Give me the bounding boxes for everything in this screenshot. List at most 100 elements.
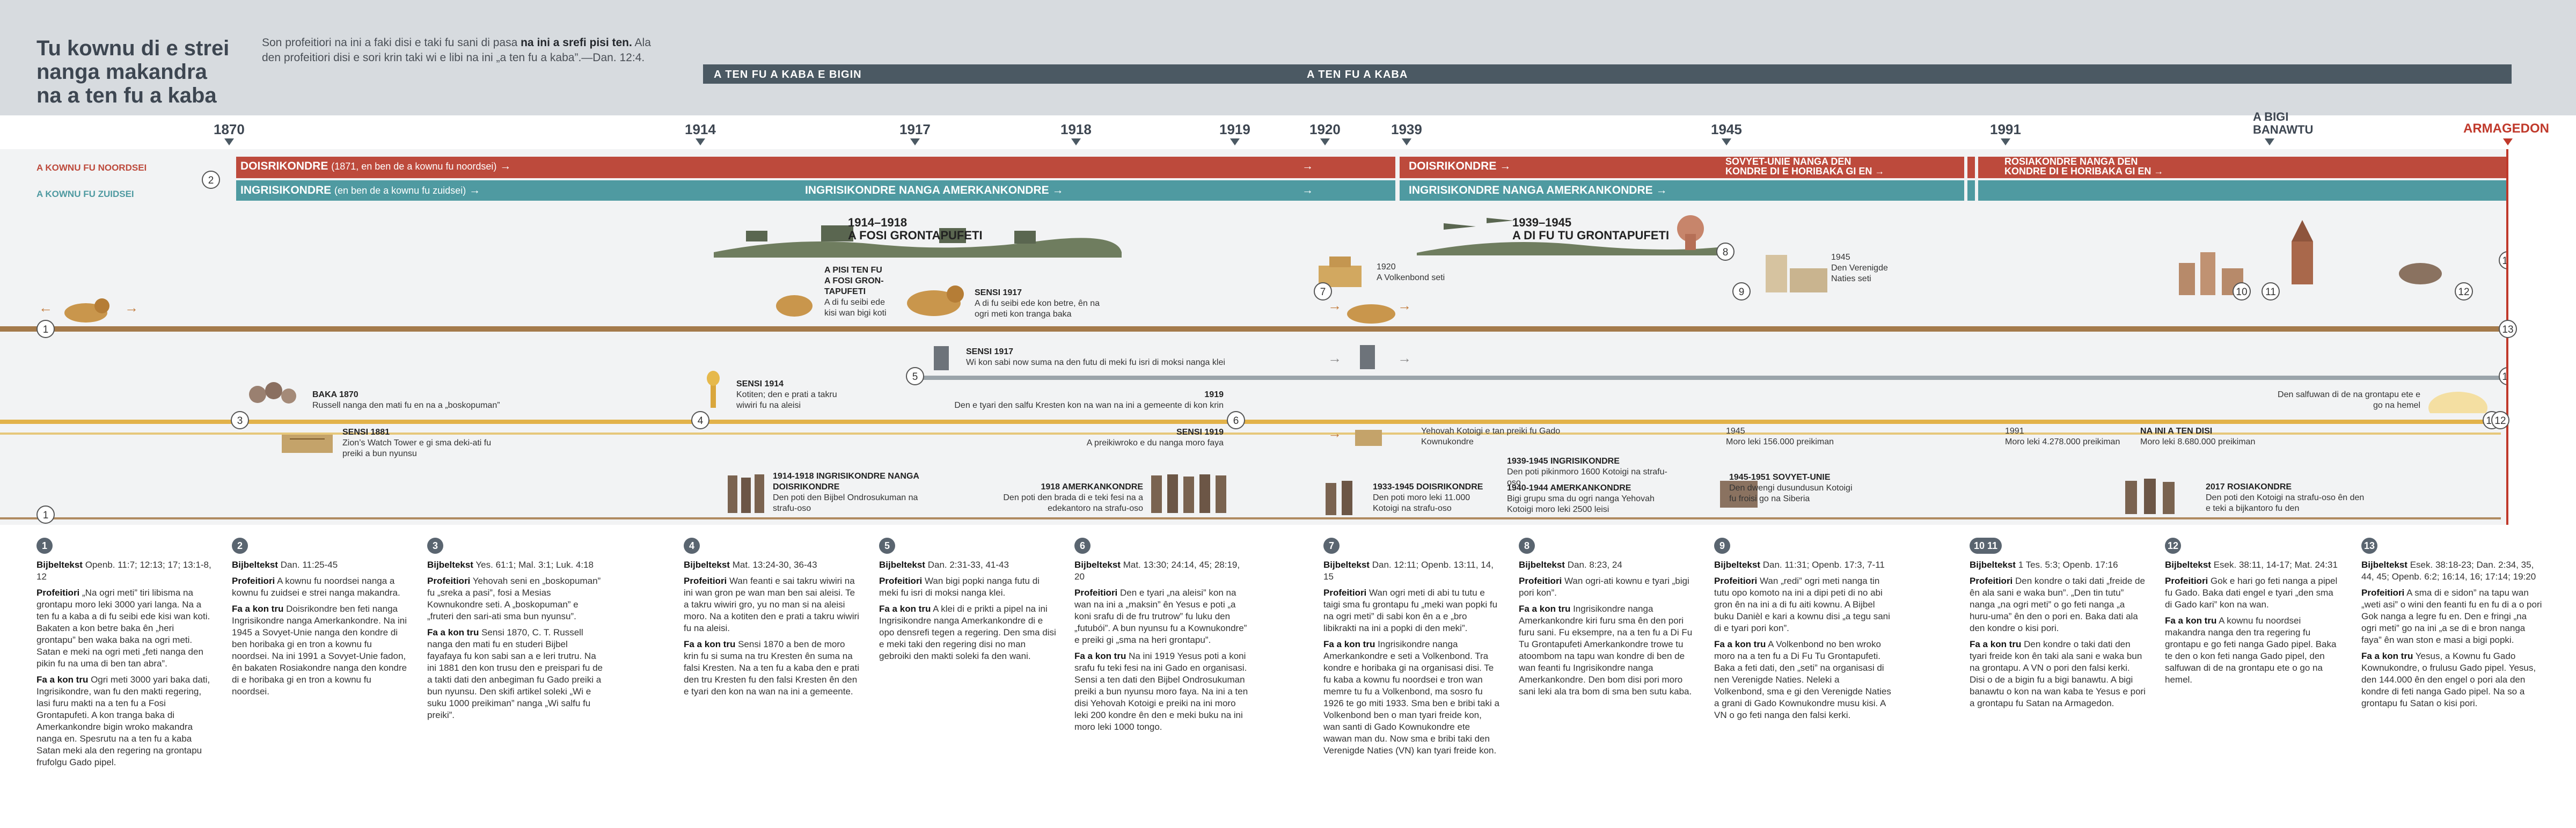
detail-9-fulfillment: A Volkenbond no ben wroko moro na a ten … (1714, 639, 1891, 720)
intro-scripture: Son profeitiori na ini a faki disi e tak… (262, 35, 654, 65)
ini-a-ten-desc: Moro leki 8.680.000 preikiman (2140, 437, 2256, 446)
detail-3-scripture-label: Bijbeltekst (427, 560, 473, 570)
detail-13-fulfillment: Yesus, a Kownu fu Gado Kownukondre, o fr… (2361, 651, 2536, 708)
detail-7-prophecy-label: Profeitiori (1323, 588, 1367, 598)
king-south-band (236, 180, 2512, 201)
yehovah-desc: Yehovah Kotoigi e tan preiki fu Gado Kow… (1421, 427, 1561, 446)
detail-number-4: 4 (684, 538, 700, 554)
year-1991: 1991 (1990, 121, 2021, 137)
arrow-1920-icon: → (1328, 297, 1342, 313)
tick-armagedon (2503, 138, 2513, 145)
tick-1918 (1071, 138, 1081, 145)
pisi-ten-desc: A di fu seibi ede kisi wan bigi koti (824, 298, 887, 318)
detail-5-prophecy: Wan bigi popki nanga futu di meki fu isr… (879, 576, 1040, 598)
detail-column-12: 12 Bijbeltekst Esek. 38:11, 14-17; Mat. … (2165, 538, 2342, 690)
preaching-track (0, 433, 2501, 435)
healed-beast-icon (907, 285, 964, 316)
tick-1991 (2001, 138, 2010, 145)
year-1939: 1939 (1391, 121, 1422, 137)
league-building-icon (1319, 257, 1362, 287)
detail-2-scripture: Dan. 11:25-45 (277, 560, 338, 570)
detail-number-6: 6 (1074, 538, 1091, 554)
year-1914: 1914 (685, 121, 716, 137)
tick-1939 (1402, 138, 1411, 145)
detail-column-6: 6 Bijbeltekst Mat. 13:30; 24:14, 45; 28:… (1074, 538, 1252, 737)
last-days-label: A TEN FU A KABA (1307, 69, 1408, 80)
left-arrow-icon: ← (39, 299, 53, 316)
marker-6: 6 (1227, 411, 1245, 429)
title-line-2: nanga makandra (36, 60, 207, 84)
detail-9-fulfillment-label: Fa a kon tru (1714, 639, 1766, 649)
arrow-1939-icon: → (1397, 297, 1411, 313)
ini-a-ten-title: NA INI A TEN DISI (2140, 427, 2213, 436)
detail-column-9: 9 Bijbeltekst Dan. 11:31; Openb. 17:3, 7… (1714, 538, 1891, 726)
title-line-1: Tu kownu di e strei (36, 36, 230, 60)
persec-2-title: 1918 AMERKANKONDRE (1041, 482, 1143, 492)
band-north-2-label: DOISRIKONDRE (1409, 160, 1497, 172)
marker-2: 2 (202, 171, 220, 189)
marker-4: 4 (691, 411, 709, 429)
brothers-prison-icon (1151, 474, 1226, 513)
detail-number-8: 8 (1519, 538, 1535, 554)
detail-8-fulfillment: Ingrisikondre nanga Amerkankondre kiri f… (1519, 604, 1693, 697)
detail-5-scripture: Dan. 2:31-33, 41-43 (925, 560, 1009, 570)
church-fire-icon (2292, 220, 2313, 284)
sensi-1917-b-desc: Wi kon sabi now suma na den futu di meki… (966, 358, 1225, 367)
band-north-3-line2: KONDRE DI E HORIBAKA GI EN (1725, 166, 1872, 177)
wheat-track (0, 420, 2501, 424)
detail-8-scripture: Dan. 8:23, 24 (1564, 560, 1622, 570)
persec-3-title: 1933-1945 DOISRIKONDRE (1373, 482, 1483, 492)
last-days-bar: A TEN FU A KABA E BIGIN A TEN FU A KABA (703, 64, 2512, 84)
p1945-desc: Moro leki 156.000 preikiman (1726, 437, 1834, 446)
persec-4-title: 1939-1945 INGRISIKONDRE (1507, 457, 1620, 466)
year-1918: 1918 (1060, 121, 1092, 137)
persec-5-title: 1940-1944 AMERKANKONDRE (1507, 483, 1631, 493)
detail-column-10-11: 10 11 Bijbeltekst 1 Tes. 5:3; Openb. 17:… (1970, 538, 2147, 714)
e1919-title: 1919 (1204, 390, 1224, 399)
detail-6-fulfillment-label: Fa a kon tru (1074, 651, 1126, 661)
pisi-ten-title: A PISI TEN FU A FOSI GRON-TAPUFETI (824, 266, 884, 296)
detail-13-prophecy: A sma di e sidon” na tapu wan „weti asi”… (2361, 588, 2542, 645)
bible-book-icon (1355, 430, 1382, 446)
tick-1917 (910, 138, 920, 145)
sensi-1881-title: SENSI 1881 (342, 428, 390, 437)
baka-1870-title: BAKA 1870 (312, 390, 358, 399)
detail-number-1: 1 (36, 538, 53, 554)
detail-7-scripture: Dan. 12:11; Openb. 13:11, 14, 15 (1323, 560, 1494, 582)
detail-column-13: 13 Bijbeltekst Esek. 38:18-23; Dan. 2:34… (2361, 538, 2544, 714)
burning-city-icon (2179, 252, 2243, 295)
detail-4-scripture-label: Bijbeltekst (684, 560, 730, 570)
e1920-year: 1920 (1377, 262, 1396, 272)
sensi-1914-desc: Kotiten; den e prati a takru wiwiri fu n… (736, 390, 837, 410)
band-gap-1991b (1975, 157, 1978, 201)
detail-number-9: 9 (1714, 538, 1730, 554)
detail-12-prophecy: Gok e hari go feti nanga a pipel fu Gado… (2165, 576, 2338, 610)
detail-8-prophecy: Wan ogri-ati kownu e tyari „bigi pori ko… (1519, 576, 1689, 598)
marker-9: 9 (1732, 282, 1751, 301)
detail-12-scripture: Esek. 38:11, 14-17; Mat. 24:31 (2211, 560, 2338, 570)
marker-3: 3 (231, 411, 249, 429)
detail-12-fulfillment: A kownu fu noordsei makandra nanga den t… (2165, 615, 2337, 685)
detail-5-scripture-label: Bijbeltekst (879, 560, 925, 570)
page-title: Tu kownu di e strei nanga makandra na a … (36, 36, 246, 107)
detail-3-fulfillment-label: Fa a kon tru (427, 627, 479, 638)
detail-number-12: 12 (2165, 538, 2181, 554)
detail-number-10-11: 10 11 (1970, 538, 2002, 554)
detail-column-7: 7 Bijbeltekst Dan. 12:11; Openb. 13:11, … (1323, 538, 1501, 761)
detail-9-scripture-label: Bijbeltekst (1714, 560, 1760, 570)
detail-4-prophecy: Wan feanti e sai takru wiwiri na ini wan… (684, 576, 859, 633)
detail-column-1: 1 Bijbeltekst Openb. 11:7; 12:13; 17; 13… (36, 538, 214, 773)
sensi-1917-b-title: SENSI 1917 (966, 347, 1014, 356)
iron-clay-feet-icon (934, 346, 949, 370)
detail-6-prophecy-label: Profeitiori (1074, 588, 1118, 598)
detail-1-fulfillment-label: Fa a kon tru (36, 675, 89, 685)
title-line-3: na a ten fu a kaba (36, 84, 217, 107)
detail-12-fulfillment-label: Fa a kon tru (2165, 615, 2217, 626)
detail-6-prophecy: Den e tyari „na aleisi” kon na wan na in… (1074, 588, 1247, 645)
detail-number-13: 13 (2361, 538, 2377, 554)
detail-5-prophecy-label: Profeitiori (879, 576, 923, 586)
